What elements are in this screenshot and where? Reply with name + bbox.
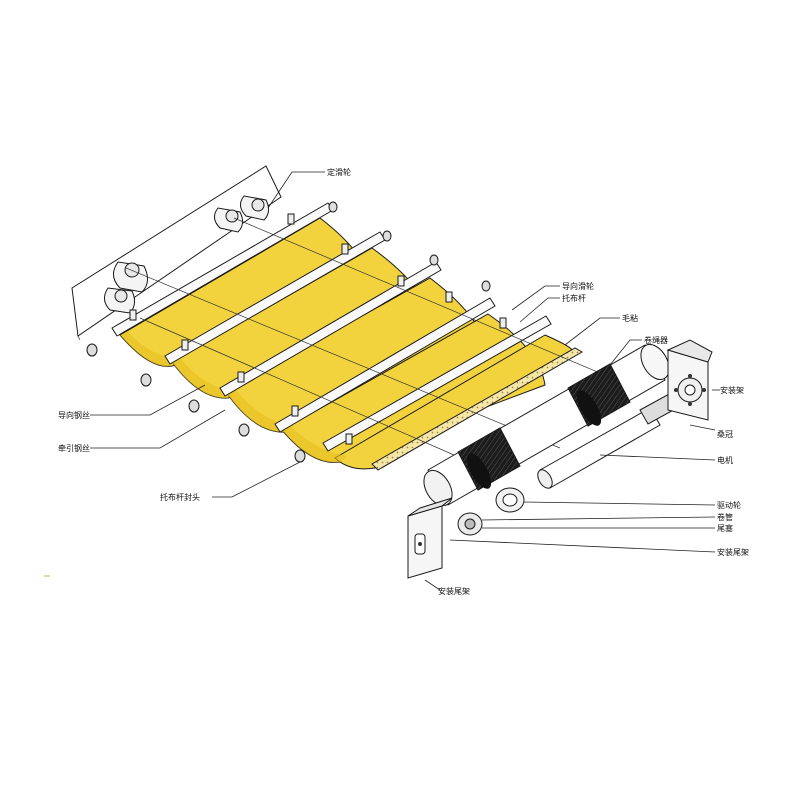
label-brush: 毛粘 bbox=[622, 313, 638, 323]
leader-lines bbox=[90, 171, 720, 591]
drive-wheel bbox=[495, 487, 525, 513]
pulley-icon bbox=[291, 405, 299, 417]
label-fixed-pulley: 定滑轮 bbox=[327, 167, 351, 177]
label-tail-plug: 尾塞 bbox=[717, 523, 733, 533]
label-cloth-rod: 托布杆 bbox=[562, 293, 586, 303]
fabric-shade-4 bbox=[282, 426, 348, 463]
rod-end-caps bbox=[86, 201, 491, 463]
fabric-panels bbox=[119, 217, 573, 470]
label-tail-bracket-left: 安装尾架 bbox=[438, 586, 470, 596]
roll-tube-assembly bbox=[423, 343, 670, 507]
fixed-pulley-bracket-bottom bbox=[104, 261, 148, 314]
pulley-icon bbox=[499, 317, 507, 329]
pulley-icon bbox=[129, 309, 137, 321]
fabric-shade-1 bbox=[120, 332, 180, 367]
label-guide-wire: 导向钢丝 bbox=[58, 410, 90, 420]
label-motor: 电机 bbox=[717, 455, 733, 465]
cloth-rod-4 bbox=[274, 297, 496, 433]
gear-icon bbox=[674, 374, 706, 406]
cloth-rod-5 bbox=[322, 315, 552, 452]
pulley-icon bbox=[287, 213, 295, 225]
pulley-icon bbox=[181, 339, 189, 351]
label-roll-tube: 卷管 bbox=[717, 512, 733, 522]
label-rope-winder: 卷绳器 bbox=[644, 335, 668, 345]
label-rod-end-cap: 托布杆封头 bbox=[160, 492, 200, 502]
cloth-rods bbox=[111, 202, 552, 452]
guide-pulleys bbox=[129, 213, 507, 445]
label-crown: 桑冠 bbox=[717, 429, 733, 439]
label-drive-wheel: 驱动轮 bbox=[717, 500, 741, 510]
rope-winder-icon bbox=[457, 363, 631, 491]
tail-bracket bbox=[407, 497, 453, 579]
diagram-labels: 定滑轮 导向滑轮 托布杆 毛粘 卷绳器 安装架 桑冠 电机 导向钢丝 牵引钢丝 … bbox=[58, 167, 749, 596]
cloth-rod-3 bbox=[219, 261, 442, 397]
guide-wires bbox=[125, 217, 641, 463]
fabric-shade-3 bbox=[226, 388, 294, 433]
pulley-icon bbox=[237, 371, 245, 383]
bracket-icon bbox=[666, 339, 713, 421]
label-tail-bracket-right: 安装尾架 bbox=[717, 547, 749, 557]
pulley-icon bbox=[445, 291, 453, 303]
pulley-icon bbox=[345, 433, 353, 445]
pulley-icon bbox=[397, 275, 405, 287]
brush-strip bbox=[371, 347, 584, 471]
label-guide-pulley: 导向滑轮 bbox=[562, 281, 594, 291]
label-traction-wire: 牵引钢丝 bbox=[58, 443, 90, 453]
pulley-icon bbox=[341, 243, 349, 255]
label-mount-bracket: 安装架 bbox=[720, 385, 744, 395]
fixed-pulley-bracket-top bbox=[214, 195, 270, 233]
tail-plug bbox=[457, 512, 483, 536]
